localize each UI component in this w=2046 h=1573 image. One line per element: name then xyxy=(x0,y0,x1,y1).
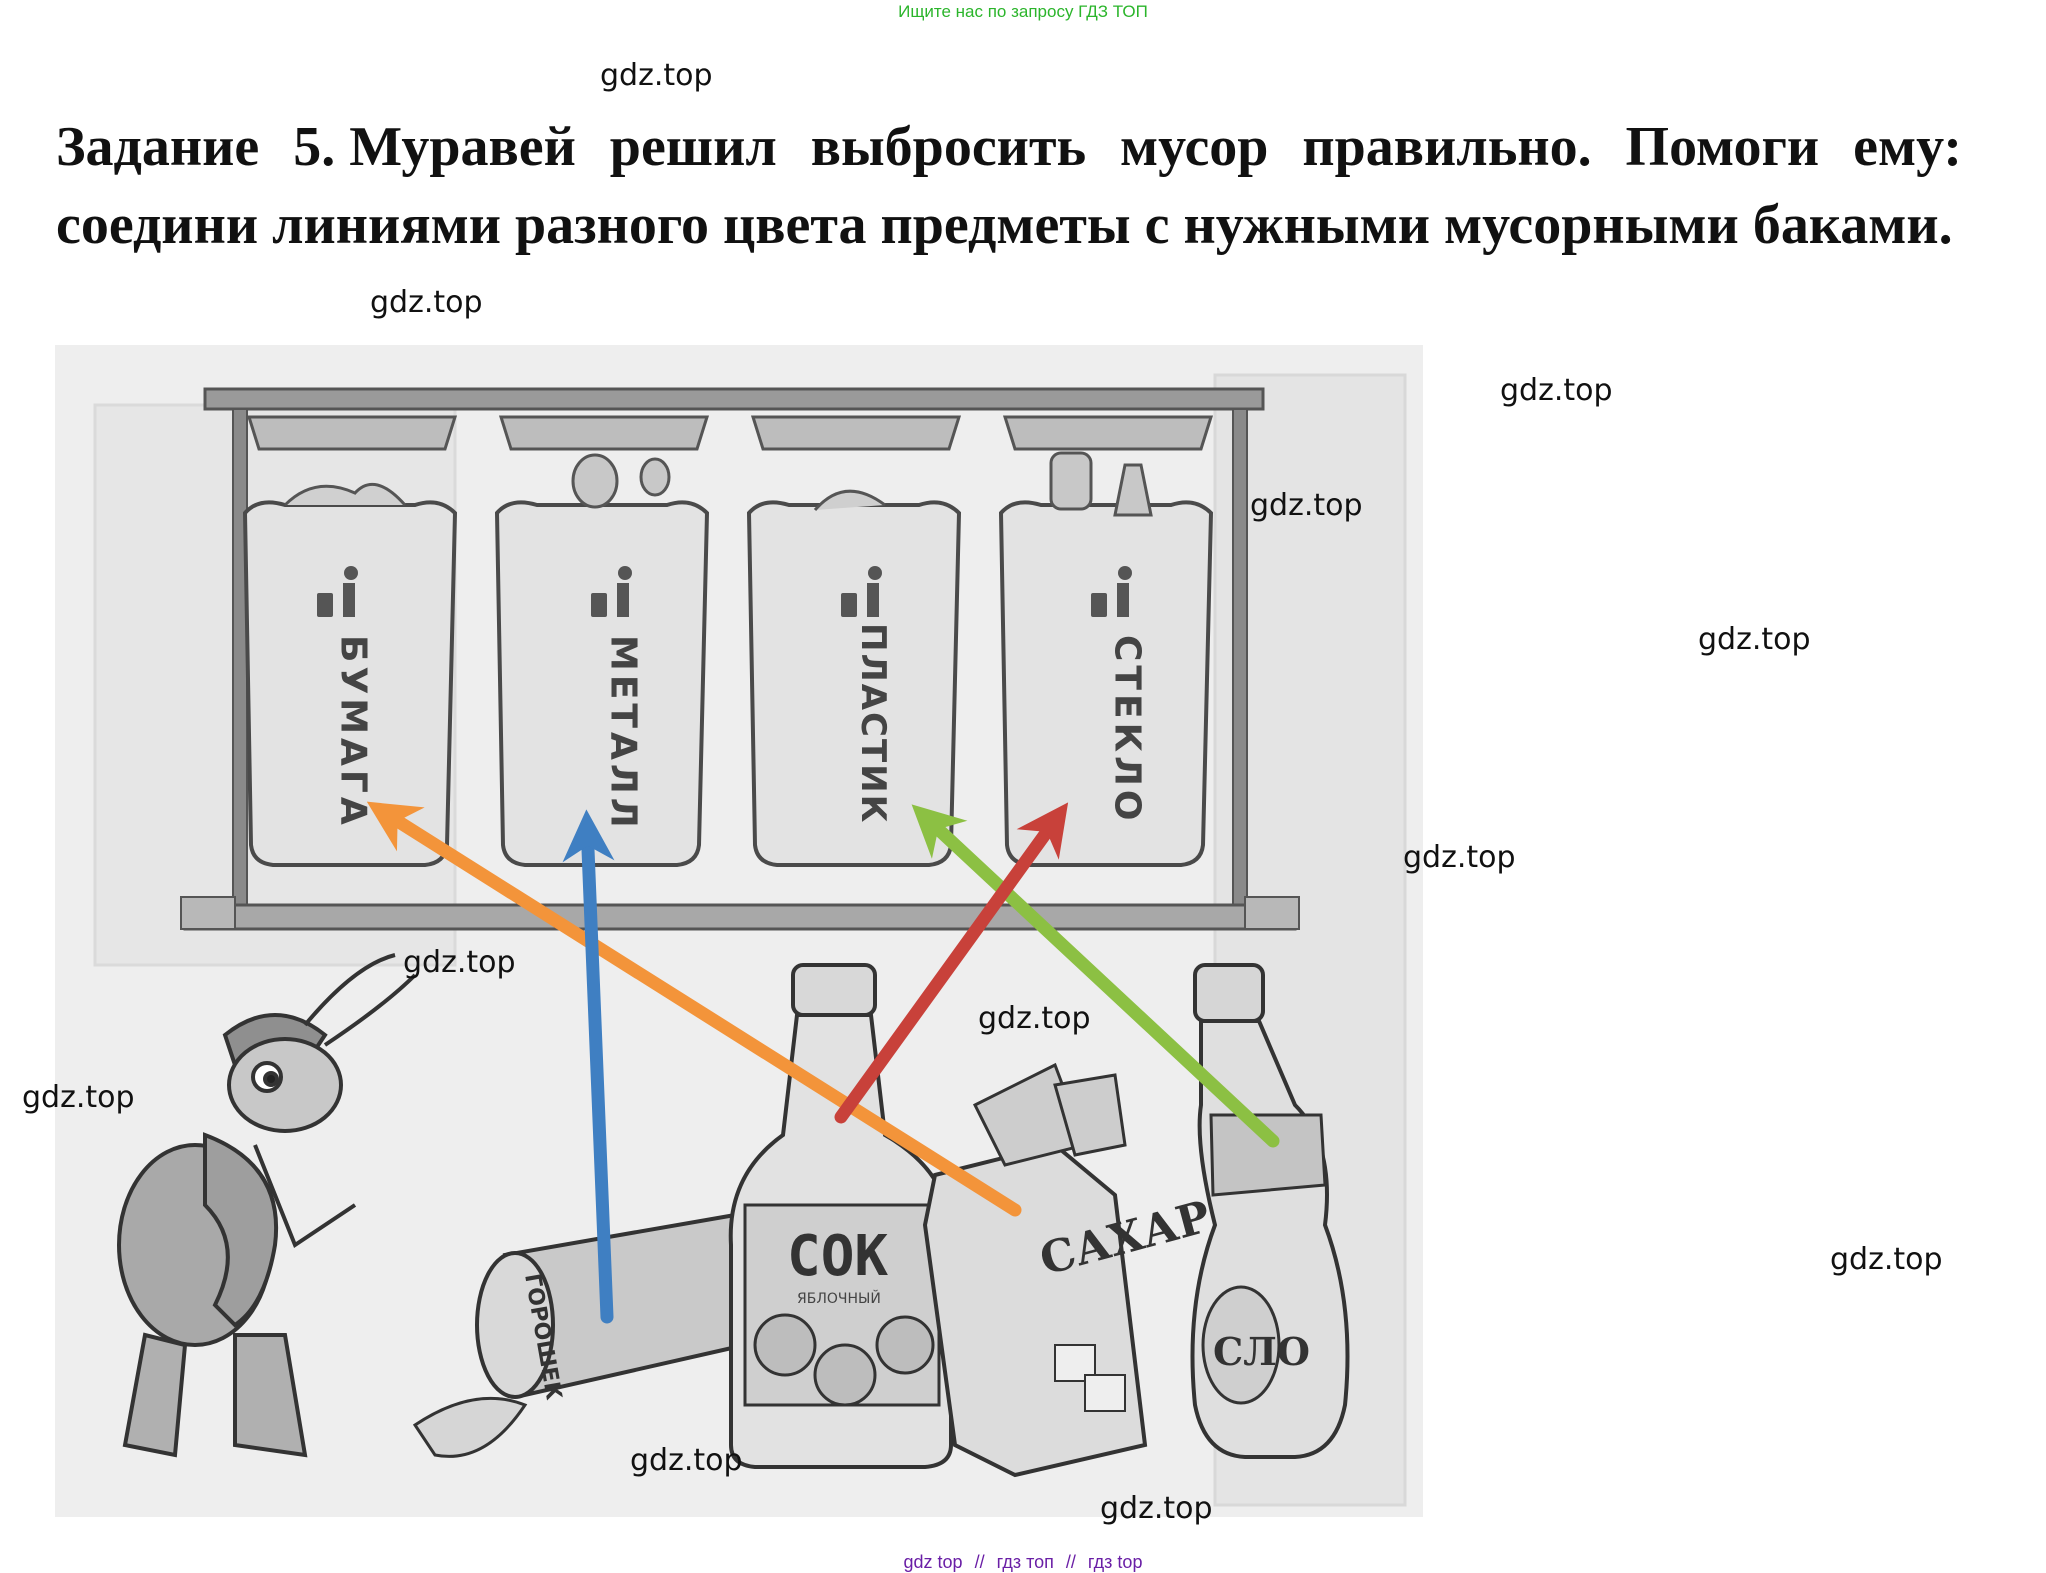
bin-plastic xyxy=(746,415,962,867)
footer-separator: // xyxy=(974,1552,985,1572)
watermark: gdz.top xyxy=(1830,1242,1943,1277)
watermark: gdz.top xyxy=(978,1001,1091,1036)
watermark: gdz.top xyxy=(600,58,713,93)
bin-rack xyxy=(180,387,1300,931)
juice-sub-label: ЯБЛОЧНЫЙ xyxy=(797,1289,881,1307)
task-label: Задание 5. xyxy=(56,116,336,178)
arrow-glass xyxy=(834,802,1069,1124)
oil-label: СЛО xyxy=(1213,1329,1310,1374)
task-text: Задание 5.Муравей решил выбросить мусор … xyxy=(56,108,1962,264)
watermark: gdz.top xyxy=(22,1080,135,1115)
top-banner[interactable]: Ищите нас по запросу ГДЗ ТОП xyxy=(898,2,1148,21)
footer-link[interactable]: гдз топ xyxy=(996,1552,1054,1572)
footer-link[interactable]: gdz top xyxy=(903,1552,963,1572)
arrow-plastic xyxy=(911,804,1280,1148)
oil-bottle: СЛО xyxy=(1190,963,1350,1459)
watermark: gdz.top xyxy=(1698,622,1811,657)
watermark: gdz.top xyxy=(1500,373,1613,408)
bin-label-metal: МЕТАЛЛ xyxy=(603,635,644,832)
juice-label: СОК xyxy=(787,1224,888,1289)
bin-metal xyxy=(494,415,710,867)
bin-glass xyxy=(998,415,1214,867)
recycle-person-icon xyxy=(591,566,632,617)
watermark: gdz.top xyxy=(630,1443,743,1478)
watermark: gdz.top xyxy=(1250,488,1363,523)
bin-label-paper: БУМАГА xyxy=(333,635,374,829)
footer-link[interactable]: гдз top xyxy=(1087,1552,1143,1572)
task-body: Муравей решил выбросить мусор правильно.… xyxy=(56,116,1963,256)
arrow-metal xyxy=(562,809,615,1324)
illustration: БУМАГА МЕТАЛЛ ПЛАСТИК СТЕКЛО ГОРОШЕК СОК… xyxy=(55,345,1423,1517)
bin-label-plastic: ПЛАСТИК xyxy=(853,623,893,824)
watermark: gdz.top xyxy=(370,285,483,320)
bin-label-glass: СТЕКЛО xyxy=(1107,635,1148,825)
bin-paper xyxy=(242,415,458,867)
watermark: gdz.top xyxy=(1403,840,1516,875)
watermark: gdz.top xyxy=(403,945,516,980)
recycle-person-icon xyxy=(1091,566,1132,617)
recycle-person-icon xyxy=(841,566,882,617)
ant-character xyxy=(117,953,417,1458)
juice-bottle: СОК ЯБЛОЧНЫЙ xyxy=(728,963,954,1469)
footer-separator: // xyxy=(1065,1552,1076,1572)
arrow-paper xyxy=(366,801,1022,1217)
recycle-person-icon xyxy=(317,566,358,617)
footer-links: gdz top // гдз топ // гдз top xyxy=(0,1552,2046,1573)
watermark: gdz.top xyxy=(1100,1491,1213,1526)
